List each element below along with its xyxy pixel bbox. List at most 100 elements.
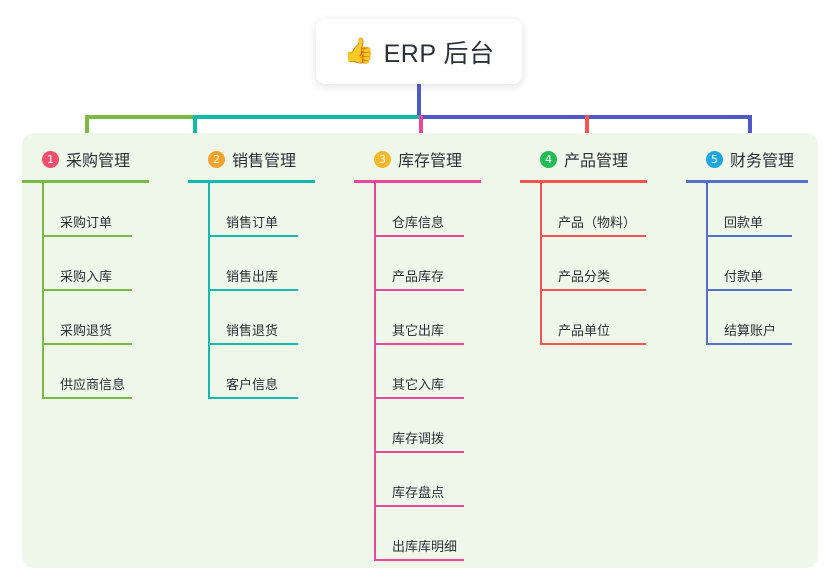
list-item-underline bbox=[374, 235, 464, 237]
list-item[interactable]: 采购退货 bbox=[22, 291, 149, 345]
diagram-panel bbox=[22, 133, 818, 568]
column-badge-product: 4 bbox=[540, 150, 557, 168]
list-item[interactable]: 回款单 bbox=[686, 183, 808, 237]
column-items-purchase: 采购订单采购入库采购退货供应商信息 bbox=[22, 183, 149, 399]
column-header-product[interactable]: 4 产品管理 bbox=[520, 145, 647, 173]
column-spine-purchase bbox=[42, 183, 44, 399]
list-item-label: 采购退货 bbox=[60, 323, 113, 338]
list-item-label: 客户信息 bbox=[226, 377, 279, 392]
column-items-sales: 销售订单销售出库销售退货客户信息 bbox=[188, 183, 315, 399]
list-item-label: 销售退货 bbox=[226, 323, 279, 338]
list-item-label: 结算账户 bbox=[724, 323, 777, 338]
list-item-label: 供应商信息 bbox=[60, 377, 126, 392]
column-header-purchase[interactable]: 1 采购管理 bbox=[22, 145, 149, 173]
leg-inventory bbox=[419, 115, 423, 149]
list-item-underline bbox=[706, 235, 792, 237]
leg-sales bbox=[193, 115, 197, 149]
list-item[interactable]: 产品（物料） bbox=[520, 183, 647, 237]
column-spine-inventory bbox=[374, 183, 376, 561]
list-item-label: 出库库明细 bbox=[392, 539, 458, 554]
list-item-underline bbox=[374, 559, 464, 561]
list-item[interactable]: 采购订单 bbox=[22, 183, 149, 237]
list-item-underline bbox=[374, 343, 464, 345]
list-item-label: 产品分类 bbox=[558, 269, 611, 284]
list-item[interactable]: 仓库信息 bbox=[354, 183, 481, 237]
list-item[interactable]: 库存盘点 bbox=[354, 453, 481, 507]
list-item[interactable]: 销售订单 bbox=[188, 183, 315, 237]
column-items-finance: 回款单付款单结算账户 bbox=[686, 183, 808, 345]
column-rule-purchase bbox=[22, 180, 149, 183]
list-item[interactable]: 采购入库 bbox=[22, 237, 149, 291]
list-item-label: 付款单 bbox=[724, 269, 764, 284]
list-item[interactable]: 出库库明细 bbox=[354, 507, 481, 561]
list-item-underline bbox=[208, 235, 298, 237]
column-rule-inventory bbox=[354, 180, 481, 183]
column-spine-sales bbox=[208, 183, 210, 399]
list-item[interactable]: 产品单位 bbox=[520, 291, 647, 345]
column-title-finance: 财务管理 bbox=[730, 153, 795, 170]
list-item-underline bbox=[706, 289, 792, 291]
column-title-purchase: 采购管理 bbox=[66, 153, 131, 170]
list-item[interactable]: 其它入库 bbox=[354, 345, 481, 399]
list-item[interactable]: 其它出库 bbox=[354, 291, 481, 345]
list-item-label: 库存调拨 bbox=[392, 431, 445, 446]
thumbs-up-icon: 👍 bbox=[343, 37, 375, 65]
list-item-underline bbox=[42, 397, 132, 399]
list-item-underline bbox=[374, 397, 464, 399]
list-item[interactable]: 销售出库 bbox=[188, 237, 315, 291]
list-item[interactable]: 库存调拨 bbox=[354, 399, 481, 453]
list-item-label: 销售订单 bbox=[226, 215, 279, 230]
list-item-underline bbox=[42, 235, 132, 237]
list-item[interactable]: 供应商信息 bbox=[22, 345, 149, 399]
list-item-underline bbox=[208, 289, 298, 291]
root-title-card[interactable]: 👍 ERP 后台 bbox=[316, 19, 522, 84]
column-header-finance[interactable]: 5 财务管理 bbox=[686, 145, 808, 173]
column-title-product: 产品管理 bbox=[564, 153, 629, 170]
list-item-label: 仓库信息 bbox=[392, 215, 445, 230]
list-item-label: 其它入库 bbox=[392, 377, 445, 392]
column-items-inventory: 仓库信息产品库存其它出库其它入库库存调拨库存盘点出库库明细 bbox=[354, 183, 481, 561]
column-rule-sales bbox=[188, 180, 315, 183]
column-badge-finance: 5 bbox=[706, 150, 723, 168]
list-item-underline bbox=[374, 289, 464, 291]
column-badge-inventory: 3 bbox=[374, 150, 391, 168]
leg-finance bbox=[748, 115, 752, 149]
segment-purchase bbox=[85, 115, 193, 119]
list-item-underline bbox=[706, 343, 792, 345]
column-title-sales: 销售管理 bbox=[232, 153, 297, 170]
segment-finance bbox=[651, 115, 750, 119]
list-item[interactable]: 客户信息 bbox=[188, 345, 315, 399]
list-item[interactable]: 销售退货 bbox=[188, 291, 315, 345]
list-item[interactable]: 结算账户 bbox=[686, 291, 808, 345]
list-item-underline bbox=[540, 235, 646, 237]
leg-purchase bbox=[85, 115, 89, 149]
list-item[interactable]: 产品分类 bbox=[520, 237, 647, 291]
list-item-underline bbox=[208, 397, 298, 399]
leg-product bbox=[585, 115, 589, 149]
column-rule-finance bbox=[686, 180, 808, 183]
column-finance: 5 财务管理回款单付款单结算账户 bbox=[686, 145, 808, 345]
list-item-label: 产品（物料） bbox=[558, 215, 637, 230]
list-item-underline bbox=[540, 343, 646, 345]
list-item-label: 采购入库 bbox=[60, 269, 113, 284]
list-item-underline bbox=[374, 505, 464, 507]
column-rule-product bbox=[520, 180, 647, 183]
list-item-underline bbox=[208, 343, 298, 345]
root-connector-stem bbox=[417, 84, 421, 117]
column-items-product: 产品（物料） 产品分类产品单位 bbox=[520, 183, 647, 345]
column-purchase: 1 采购管理采购订单采购入库采购退货供应商信息 bbox=[22, 145, 149, 399]
list-item-label: 销售出库 bbox=[226, 269, 279, 284]
list-item[interactable]: 产品库存 bbox=[354, 237, 481, 291]
list-item-label: 产品单位 bbox=[558, 323, 611, 338]
list-item-label: 产品库存 bbox=[392, 269, 445, 284]
column-spine-finance bbox=[706, 183, 708, 345]
column-badge-purchase: 1 bbox=[42, 150, 59, 168]
list-item[interactable]: 付款单 bbox=[686, 237, 808, 291]
list-item-underline bbox=[42, 289, 132, 291]
list-item-underline bbox=[540, 289, 646, 291]
column-product: 4 产品管理产品（物料） 产品分类产品单位 bbox=[520, 145, 647, 345]
